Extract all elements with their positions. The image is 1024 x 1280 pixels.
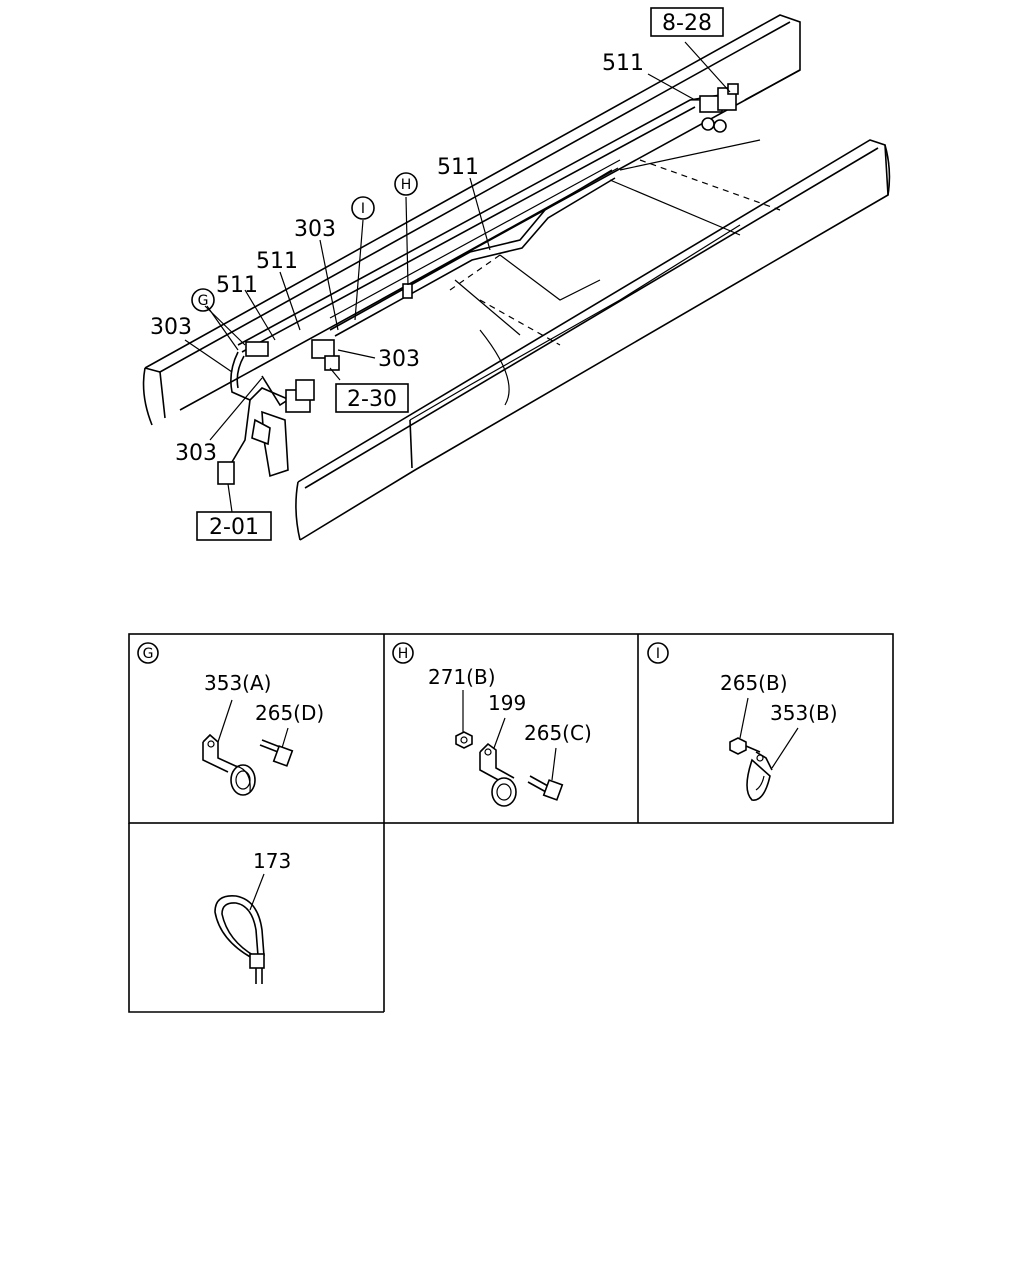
label-bolt: 265(C) bbox=[524, 721, 592, 745]
label-tie: 173 bbox=[253, 849, 291, 873]
ref-label: 8-28 bbox=[662, 11, 712, 36]
label-nut: 271(B) bbox=[428, 665, 496, 689]
detail-marker: G bbox=[143, 646, 154, 662]
detail-g: G 353(A) 265(D) bbox=[137, 642, 324, 796]
leader-lines bbox=[184, 41, 731, 513]
detail-marker: H bbox=[398, 646, 409, 662]
bracket-part bbox=[479, 742, 517, 807]
pipe-clip bbox=[402, 283, 413, 299]
valve-cluster bbox=[690, 83, 739, 133]
nut-part bbox=[455, 731, 473, 749]
marker-letter: I bbox=[361, 201, 365, 217]
detail-i: I 265(B) 353(B) bbox=[647, 642, 838, 801]
callout-511: 511 bbox=[437, 155, 479, 180]
detail-marker: I bbox=[656, 646, 660, 662]
bolt-part bbox=[527, 775, 564, 801]
ref-box-2-01: 2-01 bbox=[196, 511, 272, 541]
detail-grid bbox=[128, 633, 894, 1013]
ref-box-2-30: 2-30 bbox=[335, 383, 409, 413]
ref-label: 2-01 bbox=[209, 515, 259, 540]
detail-tie: 173 bbox=[214, 849, 291, 984]
ref-box-8-28: 8-28 bbox=[650, 7, 724, 37]
marker-g: G bbox=[191, 288, 215, 312]
callout-303: 303 bbox=[175, 441, 217, 466]
bolt-part bbox=[729, 737, 761, 755]
bolt-part bbox=[259, 739, 294, 767]
callout-511: 511 bbox=[216, 273, 258, 298]
clamp-part bbox=[202, 733, 256, 796]
clamp-part bbox=[746, 751, 773, 801]
callout-511: 511 bbox=[602, 51, 644, 76]
label-bolt: 265(D) bbox=[255, 701, 324, 725]
detail-h: H 271(B) 199 265(C) bbox=[392, 642, 592, 807]
label-bracket: 199 bbox=[488, 691, 526, 715]
chassis-frame-drawing bbox=[142, 14, 891, 541]
label-clamp: 353(B) bbox=[770, 701, 838, 725]
callout-511: 511 bbox=[256, 249, 298, 274]
label-bolt: 265(B) bbox=[720, 671, 788, 695]
label-clamp: 353(A) bbox=[204, 671, 271, 695]
callout-303: 303 bbox=[378, 347, 420, 372]
marker-letter: G bbox=[198, 293, 209, 309]
callout-303: 303 bbox=[294, 217, 336, 242]
callout-303: 303 bbox=[150, 315, 192, 340]
marker-i: I bbox=[351, 196, 375, 220]
marker-h: H bbox=[394, 172, 418, 196]
hose-assembly bbox=[217, 339, 340, 485]
marker-letter: H bbox=[401, 177, 412, 193]
ref-label: 2-30 bbox=[347, 387, 397, 412]
cable-tie-part bbox=[214, 895, 265, 984]
